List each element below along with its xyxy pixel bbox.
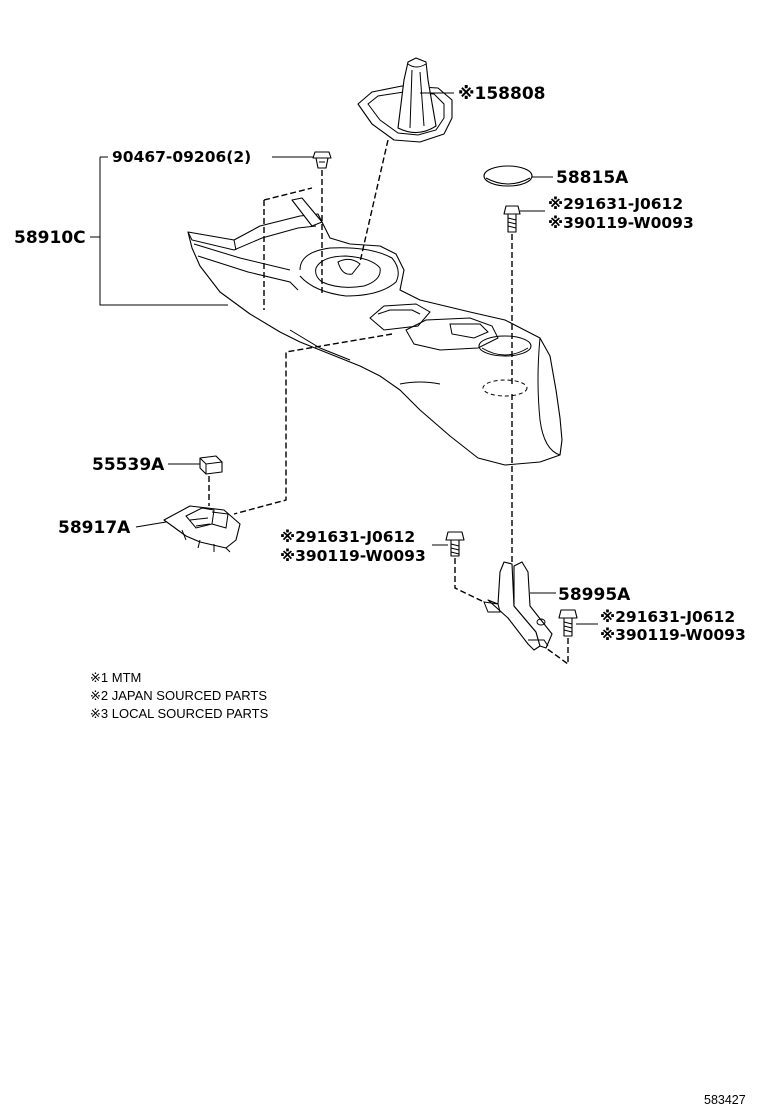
leader-lines: [90, 92, 598, 625]
middle-bolt-illustration: [445, 531, 465, 557]
label-middle-bolt-local: ※390119-W0093: [280, 547, 426, 565]
label-lower-bolt-japan: ※291631-J0612: [600, 608, 735, 626]
cup-holder-cap-illustration: [483, 165, 533, 187]
label-console-box: 58910C: [14, 228, 86, 248]
label-switch-panel: 58917A: [58, 518, 131, 538]
note-1: ※1 MTM: [90, 670, 141, 685]
note-2: ※2 JAPAN SOURCED PARTS: [90, 688, 267, 703]
shift-boot-illustration: [357, 57, 453, 143]
switch-panel-illustration: [163, 505, 241, 553]
label-bracket: 58995A: [558, 585, 631, 605]
assembly-dashed-lines: [208, 139, 569, 666]
diagram-code: 583427: [704, 1093, 746, 1107]
label-pad: 55539A: [92, 455, 165, 475]
label-lower-bolt-local: ※390119-W0093: [600, 626, 746, 644]
label-middle-bolt-japan: ※291631-J0612: [280, 528, 415, 546]
pad-illustration: [199, 455, 223, 475]
label-top-bolt-japan: ※291631-J0612: [548, 195, 683, 213]
bracket-illustration: [483, 561, 553, 651]
label-top-bolt-local: ※390119-W0093: [548, 214, 694, 232]
lower-bolt-illustration: [558, 609, 578, 637]
console-box-illustration: [187, 197, 563, 466]
label-shift-boot: ※158808: [458, 84, 546, 104]
note-3: ※3 LOCAL SOURCED PARTS: [90, 706, 269, 721]
label-clip: 90467-09206(2): [112, 148, 251, 166]
label-cap: 58815A: [556, 168, 629, 188]
clip-illustration: [312, 151, 332, 169]
top-bolt-illustration: [503, 205, 521, 233]
